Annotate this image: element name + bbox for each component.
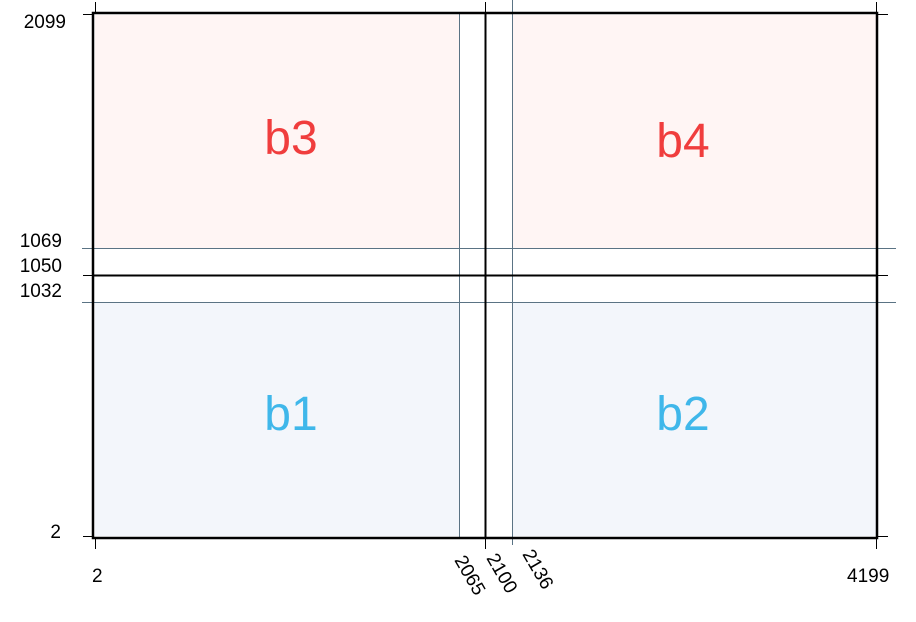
region-label-b1: b1 [264,388,317,441]
region-label-b3: b3 [264,112,317,165]
y-tick-label-2099: 2099 [24,12,66,33]
region-b4 [512,15,876,248]
region-b1 [95,303,459,536]
y-tick-label-1032: 1032 [20,281,62,302]
x-tick-label-2: 2 [92,566,103,587]
region-b2 [512,303,876,536]
y-tick-label-2: 2 [50,522,61,543]
region-label-b4: b4 [656,115,709,168]
y-tick-label-1069: 1069 [20,231,62,252]
x-tick-label-2136: 2136 [518,546,557,593]
y-tick-label-1050: 1050 [20,256,62,277]
x-tick-label-4199: 4199 [847,566,889,587]
region-label-b2: b2 [656,388,709,441]
tick-marks [83,2,888,549]
region-b3 [95,15,459,248]
x-tick-label-2100: 2100 [482,550,521,597]
